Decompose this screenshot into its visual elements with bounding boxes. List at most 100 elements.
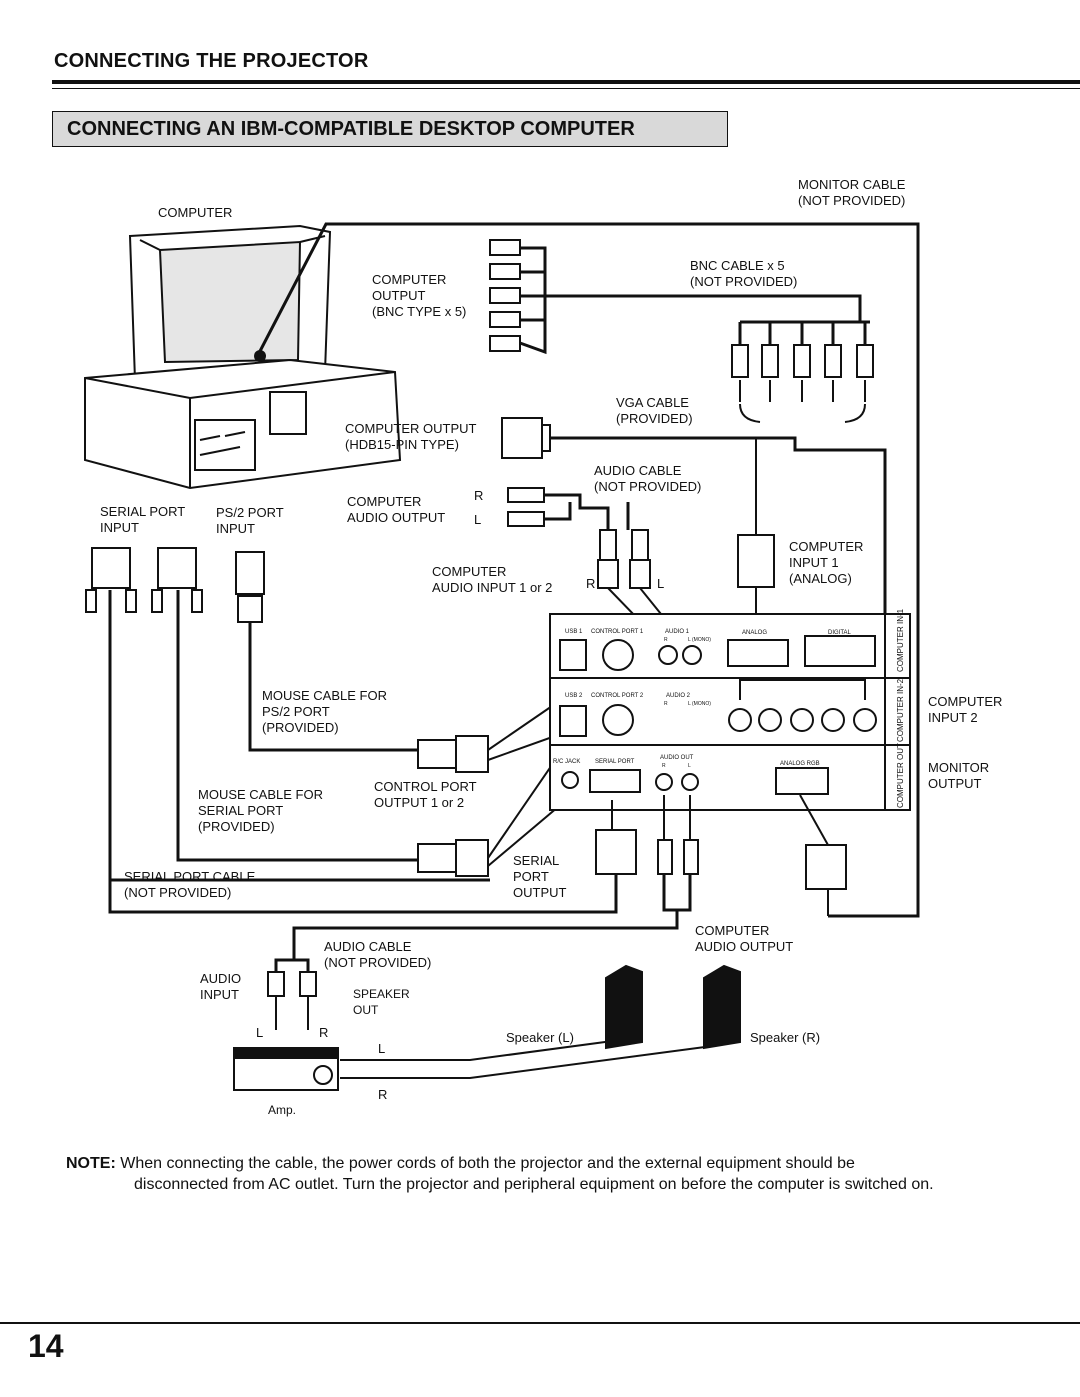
label-computer-input1-2: INPUT 1 [789, 555, 839, 570]
panel-computer-out: COMPUTER OUT [896, 743, 905, 808]
label-bnc-cable-1: BNC CABLE x 5 [690, 258, 785, 273]
mouse-cable-plugs [417, 679, 601, 877]
label-r-mid: R [586, 576, 595, 591]
label-r-amp: R [319, 1025, 328, 1040]
panel-r1: R [664, 637, 668, 643]
label-serial-port-output-3: OUTPUT [513, 885, 567, 900]
label-mouse-ps2-1: MOUSE CABLE FOR [262, 688, 387, 703]
panel-l3: L [688, 763, 691, 769]
label-serial-port-output-2: PORT [513, 869, 549, 884]
header-rule [52, 80, 1080, 84]
label-computer-audio-output-bottom-2: AUDIO OUTPUT [695, 939, 793, 954]
panel-l-mono2: L (MONO) [688, 701, 711, 707]
label-computer-output-bnc-3: (BNC TYPE x 5) [372, 304, 466, 319]
subtitle-box: CONNECTING AN IBM-COMPATIBLE DESKTOP COM… [52, 111, 728, 147]
label-serial-port-input-1: SERIAL PORT [100, 504, 185, 519]
audio-cable-top [507, 487, 691, 651]
amp-audio-cable [267, 958, 317, 1030]
panel-audio-out: AUDIO OUT [660, 755, 694, 761]
bnc-cable-ends [731, 344, 874, 423]
label-amp: Amp. [268, 1103, 296, 1117]
label-computer-output-bnc-1: COMPUTER [372, 272, 446, 287]
note: NOTE: When connecting the cable, the pow… [66, 1153, 1008, 1195]
label-audio-cable-top-2: (NOT PROVIDED) [594, 479, 701, 494]
label-monitor-cable-1: MONITOR CABLE [798, 177, 906, 192]
label-computer-output-hdb-1: COMPUTER OUTPUT [345, 421, 477, 436]
panel-audio2: AUDIO 2 [666, 693, 691, 699]
label-control-port-output-1: CONTROL PORT [374, 779, 477, 794]
label-mouse-serial-1: MOUSE CABLE FOR [198, 787, 323, 802]
panel-control-port1: CONTROL PORT 1 [591, 629, 644, 635]
label-serial-port-cable-1: SERIAL PORT CABLE [124, 869, 256, 884]
panel-rc-jack: R/C JACK [553, 759, 580, 765]
label-vga-cable-2: (PROVIDED) [616, 411, 693, 426]
panel-l-mono1: L (MONO) [688, 637, 711, 643]
note-label: NOTE: [66, 1155, 116, 1172]
label-serial-port-output-1: SERIAL [513, 853, 559, 868]
label-mouse-ps2-3: (PROVIDED) [262, 720, 339, 735]
label-computer-input1-1: COMPUTER [789, 539, 863, 554]
label-monitor-output-1: MONITOR [928, 760, 989, 775]
panel-computer-in1: COMPUTER IN-1 [896, 608, 905, 672]
label-l-mid: L [657, 576, 664, 591]
label-mouse-ps2-2: PS/2 PORT [262, 704, 330, 719]
label-serial-port-input-2: INPUT [100, 520, 139, 535]
label-speaker-r: Speaker (R) [750, 1030, 820, 1045]
panel-computer-in2: COMPUTER IN-2 [896, 678, 905, 742]
label-computer-input1-3: (ANALOG) [789, 571, 852, 586]
label-computer-audio-input-1: COMPUTER [432, 564, 506, 579]
label-mouse-serial-2: SERIAL PORT [198, 803, 283, 818]
label-control-port-output-2: OUTPUT 1 or 2 [374, 795, 464, 810]
panel-digital: DIGITAL [828, 630, 852, 636]
amp-icon [233, 1039, 721, 1091]
label-serial-port-cable-2: (NOT PROVIDED) [124, 885, 231, 900]
label-audio-input-2: INPUT [200, 987, 239, 1002]
label-speaker-out-1: SPEAKER [353, 987, 410, 1001]
label-speaker-out-2: OUT [353, 1003, 379, 1017]
label-audio-cable-top-1: AUDIO CABLE [594, 463, 682, 478]
projector-panel [549, 613, 911, 811]
speakers [605, 964, 741, 1050]
label-ps2-port-input-1: PS/2 PORT [216, 505, 284, 520]
panel-analog: ANALOG [742, 630, 767, 636]
panel-r3: R [662, 763, 666, 769]
label-monitor-output-2: OUTPUT [928, 776, 982, 791]
subtitle: CONNECTING AN IBM-COMPATIBLE DESKTOP COM… [67, 118, 635, 140]
label-bnc-cable-2: (NOT PROVIDED) [690, 274, 797, 289]
label-l-speaker: L [378, 1041, 385, 1056]
panel-analog-rgb: ANALOG RGB [780, 761, 820, 767]
serial-audio-output [108, 794, 847, 960]
label-vga-cable-1: VGA CABLE [616, 395, 689, 410]
panel-audio1: AUDIO 1 [665, 629, 690, 635]
label-monitor-cable-2: (NOT PROVIDED) [798, 193, 905, 208]
label-l-top: L [474, 512, 481, 527]
label-r-top: R [474, 488, 483, 503]
label-computer-output-bnc-2: OUTPUT [372, 288, 426, 303]
label-computer-output-hdb-2: (HDB15-PIN TYPE) [345, 437, 459, 452]
panel-usb1: USB 1 [565, 629, 583, 635]
label-computer-audio-input-2: AUDIO INPUT 1 or 2 [432, 580, 552, 595]
panel-serial-port: SERIAL PORT [595, 759, 635, 765]
label-audio-cable-bottom-2: (NOT PROVIDED) [324, 955, 431, 970]
section-title: CONNECTING THE PROJECTOR [54, 50, 369, 72]
panel-r2: R [664, 701, 668, 707]
label-ps2-port-input-2: INPUT [216, 521, 255, 536]
label-computer-audio-output-1: COMPUTER [347, 494, 421, 509]
label-computer-audio-output-bottom-1: COMPUTER [695, 923, 769, 938]
panel-control-port2: CONTROL PORT 2 [591, 693, 644, 699]
label-computer-audio-output-2: AUDIO OUTPUT [347, 510, 445, 525]
label-computer: COMPUTER [158, 205, 232, 220]
computer-icon [84, 224, 402, 490]
header-rule-thin [52, 88, 1080, 89]
label-l-amp: L [256, 1025, 263, 1040]
label-r-speaker: R [378, 1087, 387, 1102]
page-number: 14 [28, 1328, 64, 1364]
note-line2: disconnected from AC outlet. Turn the pr… [134, 1176, 934, 1193]
panel-usb2: USB 2 [565, 693, 583, 699]
label-audio-cable-bottom-1: AUDIO CABLE [324, 939, 412, 954]
label-mouse-serial-3: (PROVIDED) [198, 819, 275, 834]
label-computer-input2-1: COMPUTER [928, 694, 1002, 709]
bnc-output-connectors [489, 239, 870, 355]
label-computer-input2-2: INPUT 2 [928, 710, 978, 725]
